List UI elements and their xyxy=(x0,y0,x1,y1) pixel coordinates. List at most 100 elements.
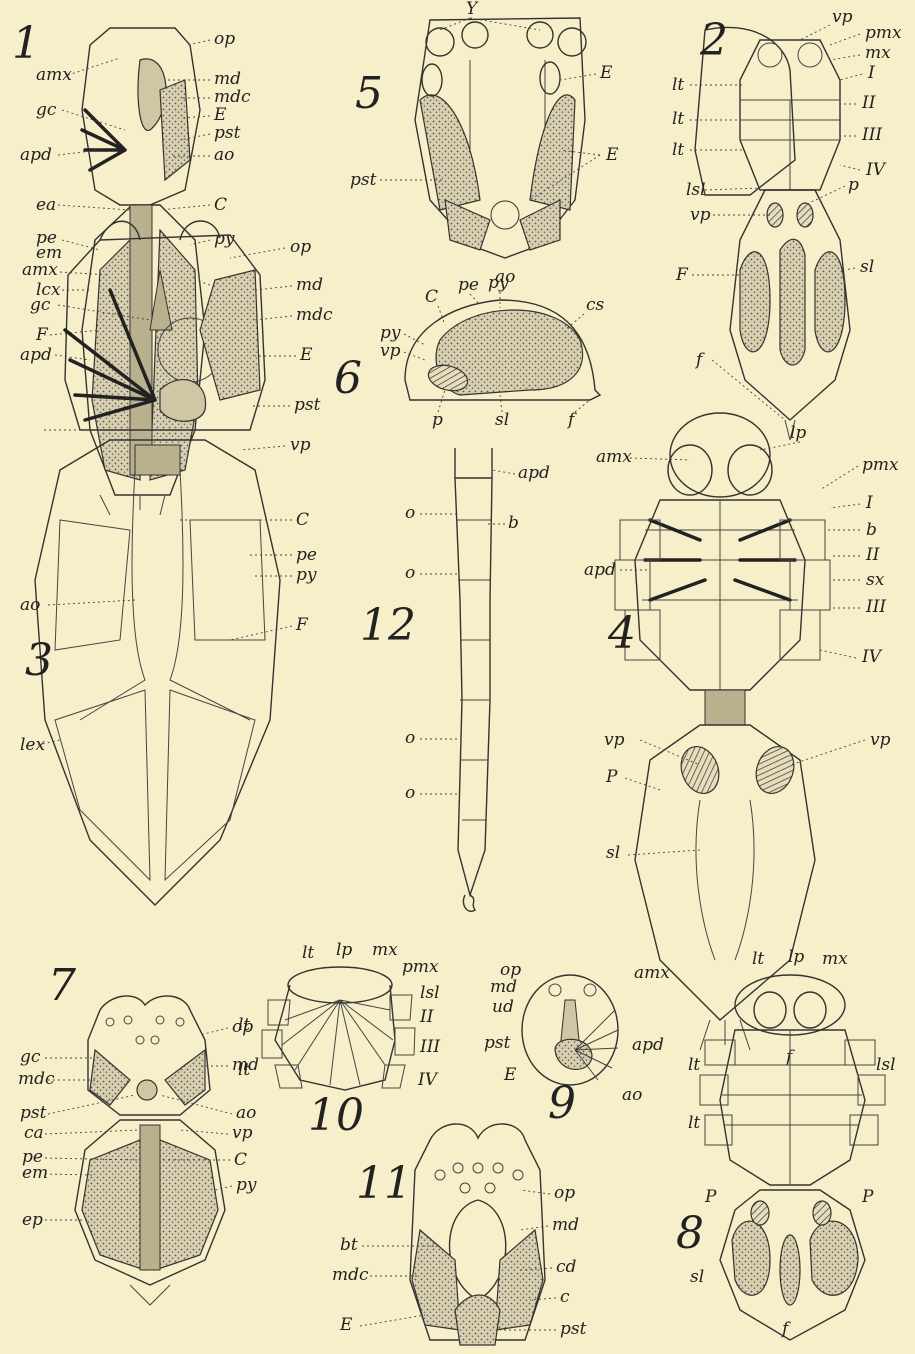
label: p xyxy=(848,175,859,195)
label: mx xyxy=(372,940,398,960)
label: mx xyxy=(822,949,848,969)
label: I xyxy=(865,493,873,513)
label: lp xyxy=(790,423,806,443)
figure-11-number: 11 xyxy=(356,1158,412,1209)
label: II xyxy=(419,1007,434,1027)
label: o xyxy=(405,503,415,523)
label: IV xyxy=(861,647,883,667)
label: py xyxy=(488,273,509,293)
label: IV xyxy=(865,160,887,180)
label: lex xyxy=(20,735,45,755)
label: py xyxy=(214,229,235,249)
label: apd xyxy=(20,145,52,165)
label: pst xyxy=(484,1033,511,1053)
label: op xyxy=(232,1017,253,1037)
label: C xyxy=(425,287,438,307)
label: F xyxy=(35,325,49,345)
label: pst xyxy=(560,1319,587,1339)
label: C xyxy=(296,510,309,530)
label: E xyxy=(339,1315,353,1335)
label: Y xyxy=(466,0,479,19)
label: lt xyxy=(688,1055,700,1075)
label: ao xyxy=(236,1103,256,1123)
figure-9: 9 op md ud pst E amx apd ao xyxy=(484,960,670,1129)
label: vp xyxy=(232,1123,253,1143)
label: em xyxy=(22,1163,48,1183)
label: b xyxy=(508,513,519,533)
label: pst xyxy=(20,1103,47,1123)
label: cd xyxy=(556,1257,577,1277)
label: amx xyxy=(36,65,72,85)
label: apd xyxy=(632,1035,664,1055)
label: sx xyxy=(866,570,885,590)
label: py xyxy=(296,565,317,585)
label: md xyxy=(552,1215,579,1235)
label: C xyxy=(234,1150,247,1170)
label: apd xyxy=(20,345,52,365)
figure-10-number: 10 xyxy=(308,1090,364,1141)
label: amx xyxy=(634,963,670,983)
label: E xyxy=(605,145,619,165)
label: cs xyxy=(586,295,605,315)
label: lsl xyxy=(420,983,440,1003)
figure-1-number: 1 xyxy=(12,18,40,69)
label: lp xyxy=(788,947,804,967)
label: md xyxy=(296,275,323,295)
label: mdc xyxy=(214,87,251,107)
label: py xyxy=(236,1175,257,1195)
figure-12: 12 apd o b o o o xyxy=(360,448,550,911)
label: mdc xyxy=(18,1069,55,1089)
label: md xyxy=(214,69,241,89)
figure-2: 2 lt lt lt lsl vp F f vp pmx mx I II III… xyxy=(672,7,902,440)
label: II xyxy=(865,545,880,565)
label: f xyxy=(694,350,705,370)
label: lsl xyxy=(876,1055,896,1075)
label: op xyxy=(214,29,235,49)
label: pe xyxy=(296,545,317,565)
label: vp xyxy=(870,730,891,750)
label: sl xyxy=(495,410,509,430)
label: o xyxy=(405,728,415,748)
label: E xyxy=(213,105,227,125)
label: lt xyxy=(672,75,684,95)
label: f xyxy=(566,410,577,430)
label: vp xyxy=(290,435,311,455)
label: IV xyxy=(417,1070,439,1090)
label: op xyxy=(290,237,311,257)
label: mx xyxy=(865,43,891,63)
label: gc xyxy=(30,295,51,315)
label: ao xyxy=(20,595,40,615)
label: ud xyxy=(492,997,514,1017)
figure-3-number: 3 xyxy=(25,635,53,686)
label: F xyxy=(295,615,309,635)
label: lt xyxy=(672,140,684,160)
label: apd xyxy=(518,463,550,483)
label: P xyxy=(605,767,618,787)
label: amx xyxy=(22,260,58,280)
label: vp xyxy=(690,205,711,225)
label: o xyxy=(405,783,415,803)
label: vp xyxy=(832,7,853,27)
label: F xyxy=(675,265,689,285)
label: f xyxy=(780,1319,791,1339)
label: lt xyxy=(672,109,684,129)
label: I xyxy=(867,63,875,83)
label: md xyxy=(232,1055,259,1075)
label: apd xyxy=(584,560,616,580)
label: C xyxy=(214,195,227,215)
label: sl xyxy=(860,257,874,277)
label: III xyxy=(861,125,882,145)
figure-5: 5 Y E E pst ao xyxy=(350,0,619,287)
label: lp xyxy=(336,940,352,960)
label: ao xyxy=(214,145,234,165)
label: lt xyxy=(302,943,314,963)
figure-6: 6 C pe py py vp p sl cs f xyxy=(334,273,605,430)
figure-5-number: 5 xyxy=(355,68,383,119)
label: pmx xyxy=(865,23,902,43)
label: vp xyxy=(380,341,401,361)
figure-2-number: 2 xyxy=(699,15,728,66)
label: III xyxy=(419,1037,440,1057)
label: P xyxy=(861,1187,874,1207)
label: bt xyxy=(340,1235,358,1255)
